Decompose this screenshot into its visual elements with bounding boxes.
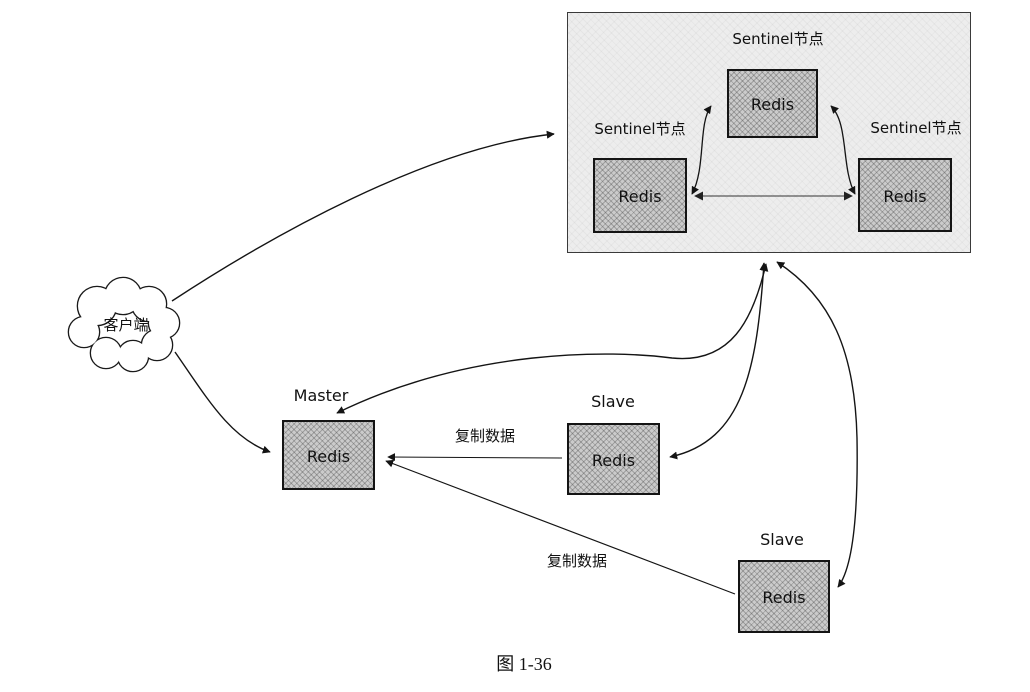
sentinel-redis-top-box: Redis [727, 69, 818, 138]
sentinel-redis-left-box: Redis [593, 158, 687, 233]
client-label: 客户端 [103, 316, 149, 334]
master-redis-label: Redis [306, 446, 351, 466]
sentinel-right-node-title: Sentinel节点 [870, 119, 962, 137]
replication-label-2: 复制数据 [546, 552, 608, 570]
master-redis-box: Redis [282, 420, 375, 490]
sentinel-redis-right-label: Redis [883, 186, 927, 206]
master-role-label: Master [293, 386, 349, 405]
sentinel-panel-title: Sentinel节点 [732, 30, 824, 48]
slave2-redis-label: Redis [762, 588, 806, 607]
slave1-role-label: Slave [591, 392, 635, 411]
sentinel-left-node-title: Sentinel节点 [594, 120, 686, 138]
slave2-role-label: Slave [760, 530, 804, 549]
sentinel-redis-left-label: Redis [618, 187, 662, 206]
sentinel-redis-right-box: Redis [858, 158, 952, 232]
sentinel-redis-top-label: Redis [750, 95, 795, 114]
replication-label-1: 复制数据 [454, 427, 516, 445]
figure-caption: 图 1-36 [496, 654, 552, 674]
